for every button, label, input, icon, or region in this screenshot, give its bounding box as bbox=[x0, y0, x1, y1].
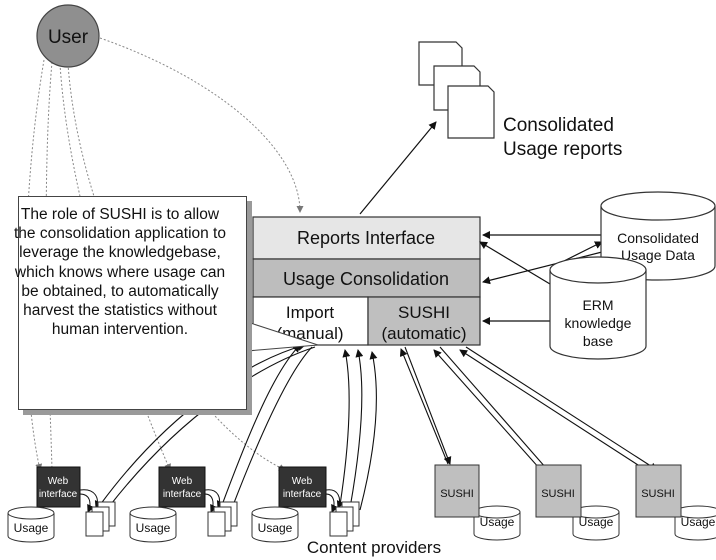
usage-cylinder-label: Usage bbox=[579, 515, 614, 529]
sushi-server-label: SUSHI bbox=[641, 488, 675, 500]
import-label-line1: Import bbox=[286, 303, 334, 322]
usage-cylinder-label: Usage bbox=[681, 515, 716, 529]
sushi-server-box bbox=[434, 464, 480, 518]
web-interface-box bbox=[278, 466, 327, 508]
web-interface-line2: interface bbox=[163, 489, 202, 500]
consolidated-data-line1: Consolidated bbox=[617, 230, 699, 246]
user-node: User bbox=[36, 4, 100, 68]
sushi-server-box bbox=[535, 464, 582, 518]
erm-cylinder bbox=[549, 256, 647, 360]
reports-to-documents-arrow bbox=[359, 121, 437, 215]
usage-cylinder-label: Usage bbox=[258, 521, 293, 535]
user-to-web3-link bbox=[67, 63, 286, 471]
sushi-server-label: SUSHI bbox=[541, 488, 575, 500]
web-interface-line2: interface bbox=[39, 489, 78, 500]
report-doc-3 bbox=[447, 85, 495, 139]
erm-line1: ERM bbox=[582, 297, 613, 313]
user-circle bbox=[36, 4, 100, 68]
provider-manual-2: Web interface Usage bbox=[129, 466, 238, 543]
consolidated-data-line2: Usage Data bbox=[621, 247, 695, 263]
sushi-cell-line2: (automatic) bbox=[381, 324, 466, 343]
usage-cylinder-label: Usage bbox=[14, 521, 49, 535]
web-interface-line1: Web bbox=[292, 476, 313, 487]
usage-cylinder-label: Usage bbox=[136, 521, 171, 535]
system-box: Reports Interface Usage Consolidation Im… bbox=[252, 216, 481, 346]
callout-box bbox=[18, 196, 247, 410]
web-interface-box bbox=[36, 466, 81, 508]
sushi-cell-line1: SUSHI bbox=[398, 303, 450, 322]
erm-line3: base bbox=[583, 333, 614, 349]
usage-consolidation-label: Usage Consolidation bbox=[283, 269, 449, 289]
provider-sushi-2: SUSHI Usage bbox=[535, 464, 620, 541]
provider-manual-1: Web interface Usage bbox=[7, 466, 116, 543]
provider-manual-3: Web interface Usage bbox=[251, 466, 360, 543]
callout-text: The role of SUSHI is to allow the consol… bbox=[14, 206, 226, 339]
report-documents bbox=[418, 41, 495, 139]
usage-cylinder-label: Usage bbox=[480, 515, 515, 529]
provider-sushi-1: SUSHI Usage bbox=[434, 464, 521, 541]
user-to-reports-link bbox=[99, 37, 304, 213]
consolidated-reports-line1: Consolidated bbox=[503, 115, 614, 136]
sushi-automatic-cell bbox=[367, 296, 481, 346]
usage-consolidation-cell bbox=[252, 258, 481, 298]
consolidated-reports-line2: Usage reports bbox=[503, 139, 622, 160]
sushi-harvest-lines bbox=[399, 346, 658, 479]
web-interface-line1: Web bbox=[172, 476, 193, 487]
provider-sushi-3: SUSHI Usage bbox=[635, 464, 716, 541]
reports-interface-cell bbox=[252, 216, 481, 260]
sushi-server-label: SUSHI bbox=[440, 488, 474, 500]
reports-interface-label: Reports Interface bbox=[297, 228, 435, 248]
user-label: User bbox=[48, 27, 89, 48]
web-interface-box bbox=[158, 466, 206, 508]
erm-line2: knowledge bbox=[565, 315, 632, 331]
sushi-server-box bbox=[635, 464, 682, 518]
web-interface-line1: Web bbox=[48, 476, 69, 487]
content-providers-label: Content providers bbox=[307, 538, 441, 557]
web-interface-line2: interface bbox=[283, 489, 322, 500]
